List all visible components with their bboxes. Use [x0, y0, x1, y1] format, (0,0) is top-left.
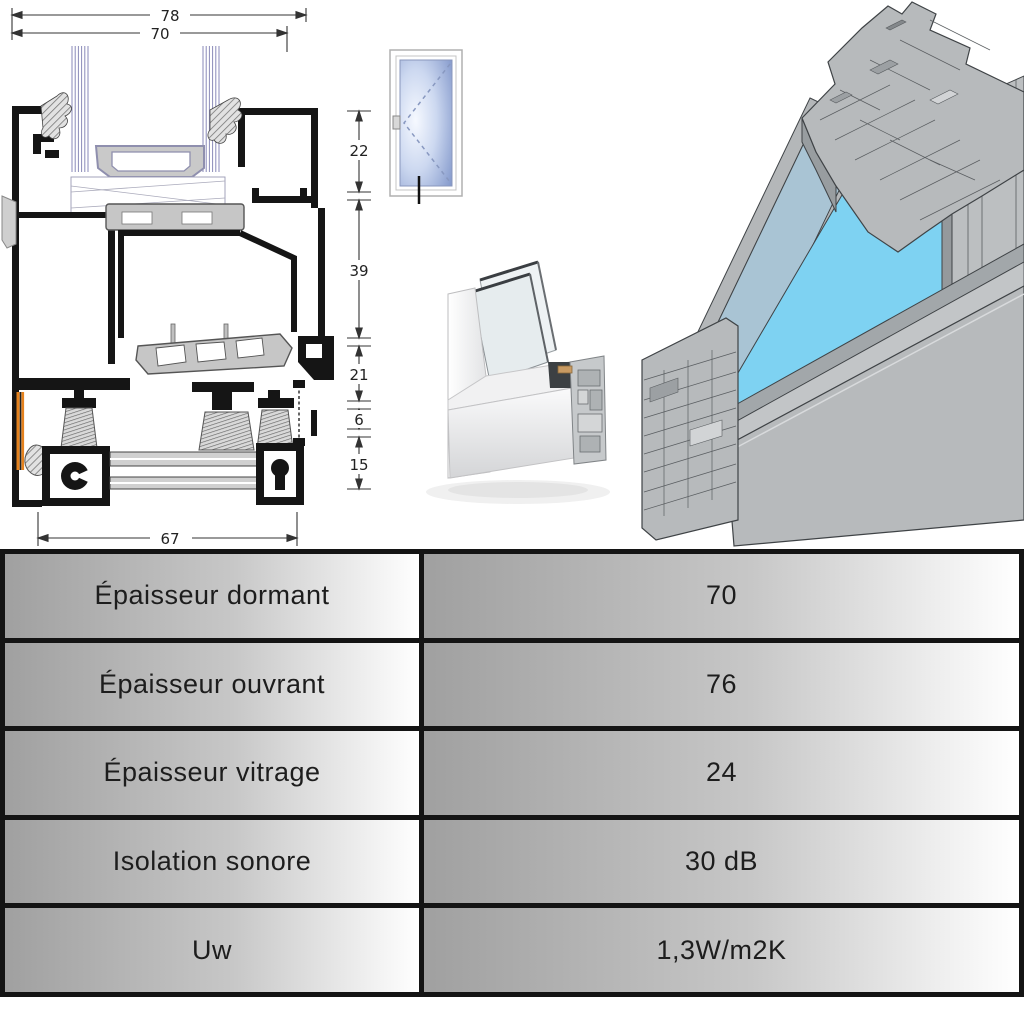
table-row-label: Isolation sonore: [5, 819, 419, 904]
table-row-label: Épaisseur vitrage: [5, 731, 419, 815]
profile-3d-illustration: [641, 1, 1024, 547]
white-profile-body: [447, 287, 575, 479]
window-glass: [399, 59, 453, 187]
gasket-seals: [40, 92, 243, 144]
table-row-label: Uw: [5, 908, 419, 992]
frame-outline: [12, 106, 325, 507]
table-row-value: 24: [424, 731, 1019, 815]
cut-cross-section: [557, 355, 607, 465]
threshold-assembly: [1, 195, 304, 506]
glazing-panes: [71, 46, 220, 172]
profile-cross-section-diagram: 78 70 22 39 21 6 15 67: [1, 7, 372, 548]
dim-21: 21: [349, 366, 368, 384]
dim-39: 39: [349, 262, 368, 280]
dim-22: 22: [349, 142, 368, 160]
opening-direction-lines: [403, 63, 451, 183]
dim-6: 6: [354, 411, 364, 429]
dim-15: 15: [349, 456, 368, 474]
mullion-stack: [641, 317, 739, 541]
spec-table: Épaisseur dormant 70 Épaisseur ouvrant 7…: [0, 549, 1024, 997]
glass-unit: [471, 260, 557, 383]
polyamide-bar: [135, 323, 293, 375]
window-corner-render: [426, 260, 610, 504]
table-row-value: 70: [424, 554, 1019, 638]
table-row-value: 1,3W/m2K: [424, 908, 1019, 992]
wood-gasket-detail: [557, 365, 573, 374]
table-row-value: 76: [424, 642, 1019, 727]
dimension-labels: 78 70 22 39 21 6 15 67: [150, 7, 372, 548]
thermal-break: [105, 203, 245, 231]
shadow-inner: [448, 482, 588, 498]
table-row-label: Épaisseur dormant: [5, 554, 419, 638]
sill-profile: [725, 243, 1024, 547]
sash-chamber: [118, 230, 297, 338]
window-handle: [392, 115, 401, 130]
window-elevation-icon: [389, 49, 463, 204]
dim-67: 67: [160, 530, 179, 548]
table-row-label: Épaisseur ouvrant: [5, 642, 419, 727]
glazing-bridge: [94, 145, 205, 178]
table-row-value: 30 dB: [424, 819, 1019, 904]
frame-right-lower: [293, 336, 334, 446]
dim-78: 78: [160, 7, 179, 25]
dim-70: 70: [150, 25, 169, 43]
head-profiles-cluster: [801, 1, 1024, 253]
